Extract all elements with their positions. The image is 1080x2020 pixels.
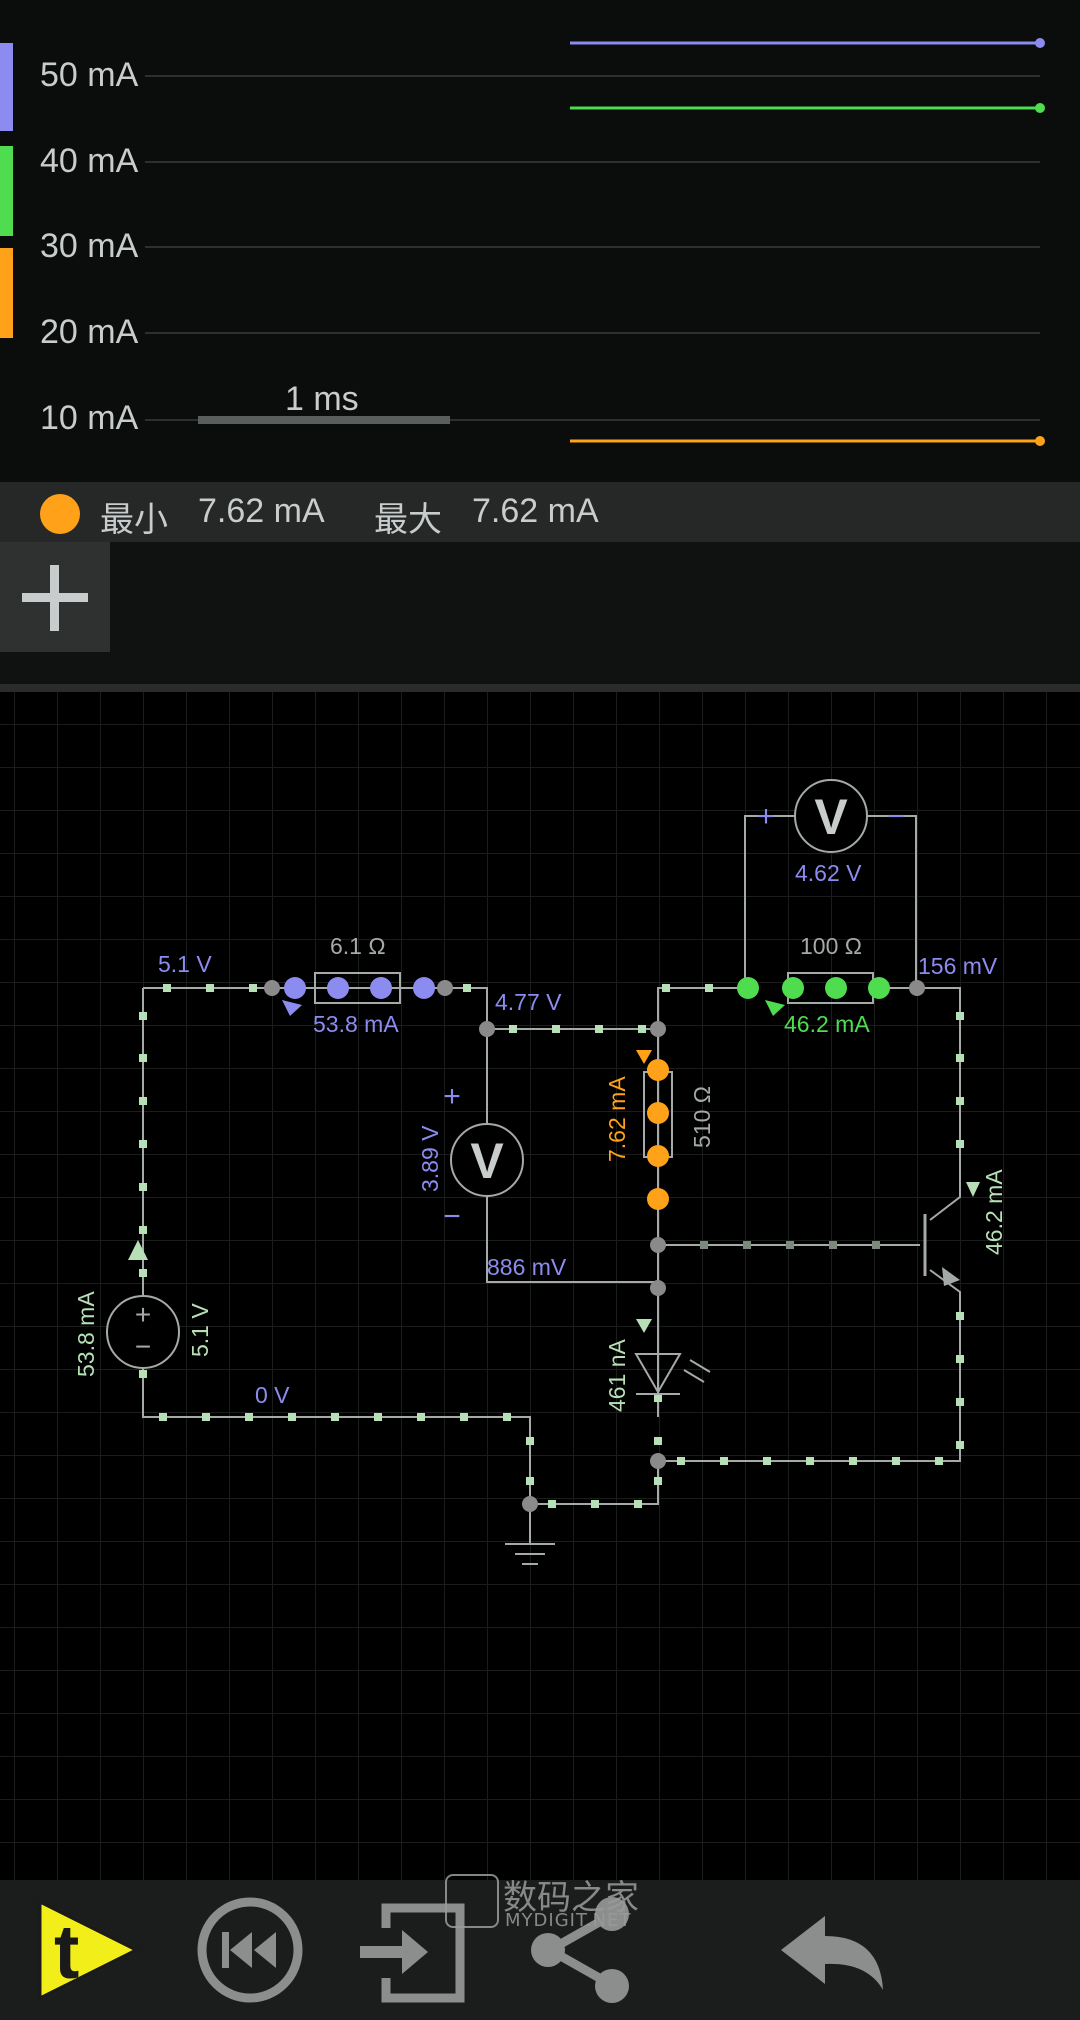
led[interactable] — [634, 1319, 711, 1395]
svg-text:+: + — [443, 1080, 461, 1113]
export-icon — [360, 1903, 465, 2003]
label-voltmeter2-reading: 4.62 V — [795, 860, 862, 886]
svg-text:+: + — [757, 800, 775, 833]
label-ground-voltage: 0 V — [255, 1382, 290, 1408]
scope-graph — [145, 38, 1045, 446]
resistor-100-ohm[interactable] — [737, 972, 890, 1016]
trace-swatch-blue[interactable] — [0, 43, 13, 131]
add-trace-button[interactable] — [0, 542, 110, 652]
label-resistor3-value: 100 Ω — [800, 933, 862, 959]
npn-transistor[interactable] — [923, 1182, 980, 1286]
watermark-cn: 数码之家 — [503, 1878, 639, 1918]
watermark: 数码之家 MYDIGIT.NET — [445, 1870, 645, 1931]
resistor-510-ohm[interactable] — [636, 1050, 673, 1210]
voltmeter-symbol: V — [814, 789, 848, 845]
trace-stats-bar[interactable]: 最小 7.62 mA 最大 7.62 mA — [0, 482, 1080, 542]
grid — [0, 692, 1080, 1880]
voltage-source[interactable]: + − — [106, 1240, 180, 1369]
circuit-canvas[interactable]: V + − V + − + − — [0, 692, 1080, 1880]
share-icon — [531, 1897, 629, 2003]
label-resistor3-current: 46.2 mA — [784, 1011, 870, 1037]
label-source-current: 53.8 mA — [73, 1291, 99, 1377]
scope-add-area — [0, 542, 1080, 684]
svg-text:+: + — [135, 1299, 151, 1330]
label-resistor1-current: 53.8 mA — [313, 1011, 399, 1037]
trace-swatch-green[interactable] — [0, 146, 13, 236]
label-resistor1-value: 6.1 Ω — [330, 933, 386, 959]
trace-swatch-orange[interactable] — [0, 248, 13, 338]
svg-text:−: − — [443, 1200, 461, 1233]
share-button[interactable] — [520, 1890, 640, 2010]
max-value: 7.62 mA — [472, 492, 599, 530]
run-button[interactable]: t — [30, 1890, 150, 2010]
svg-text:−: − — [887, 800, 905, 833]
voltmeter-top[interactable]: V + − — [757, 779, 905, 853]
max-label: 最大 — [374, 500, 442, 540]
resistor-6-1-ohm[interactable] — [282, 972, 435, 1016]
rewind-icon — [197, 1897, 303, 2003]
label-voltmeter1-reading: 3.89 V — [417, 1125, 443, 1192]
export-button[interactable] — [350, 1890, 470, 2010]
voltmeter-left[interactable]: V + − — [443, 1080, 524, 1233]
y-axis-label: 40 mA — [40, 142, 139, 180]
junction-nodes — [264, 980, 925, 1512]
panel-divider[interactable] — [0, 684, 1080, 692]
y-axis-label: 20 mA — [40, 313, 139, 351]
label-resistor2-current: 7.62 mA — [604, 1076, 630, 1162]
min-value: 7.62 mA — [198, 492, 325, 530]
label-node-4-77: 4.77 V — [495, 989, 562, 1015]
watermark-logo — [445, 1874, 499, 1928]
svg-text:t: t — [54, 1910, 79, 1995]
current-flow-dots — [139, 984, 964, 1508]
y-axis-label: 10 mA — [40, 399, 139, 437]
label-source-top-voltage: 5.1 V — [158, 951, 212, 977]
ground-symbol[interactable] — [505, 1540, 555, 1565]
svg-text:−: − — [135, 1331, 151, 1362]
label-source-value: 5.1 V — [187, 1303, 213, 1357]
voltmeter-symbol: V — [470, 1133, 504, 1189]
y-axis-label: 50 mA — [40, 56, 139, 94]
time-scale-label: 1 ms — [285, 380, 359, 418]
plus-icon — [22, 565, 88, 631]
undo-button[interactable] — [775, 1890, 895, 2010]
label-resistor2-value: 510 Ω — [689, 1086, 715, 1148]
label-node-156: 156 mV — [918, 953, 998, 979]
min-label: 最小 — [100, 500, 168, 540]
label-node-886: 886 mV — [487, 1254, 567, 1280]
scope-panel[interactable]: 50 mA 40 mA 30 mA 20 mA 10 mA 1 ms — [0, 0, 1080, 482]
undo-icon — [781, 1916, 883, 1990]
label-led-current: 461 nA — [604, 1338, 630, 1412]
label-transistor-current: 46.2 mA — [981, 1169, 1007, 1255]
play-icon: t — [38, 1899, 140, 2001]
watermark-en: MYDIGIT.NET — [505, 1910, 632, 1931]
bottom-toolbar: t — [0, 1880, 1080, 2020]
trace-color-dot — [40, 494, 80, 534]
y-axis-label: 30 mA — [40, 227, 139, 265]
reset-button[interactable] — [190, 1890, 310, 2010]
